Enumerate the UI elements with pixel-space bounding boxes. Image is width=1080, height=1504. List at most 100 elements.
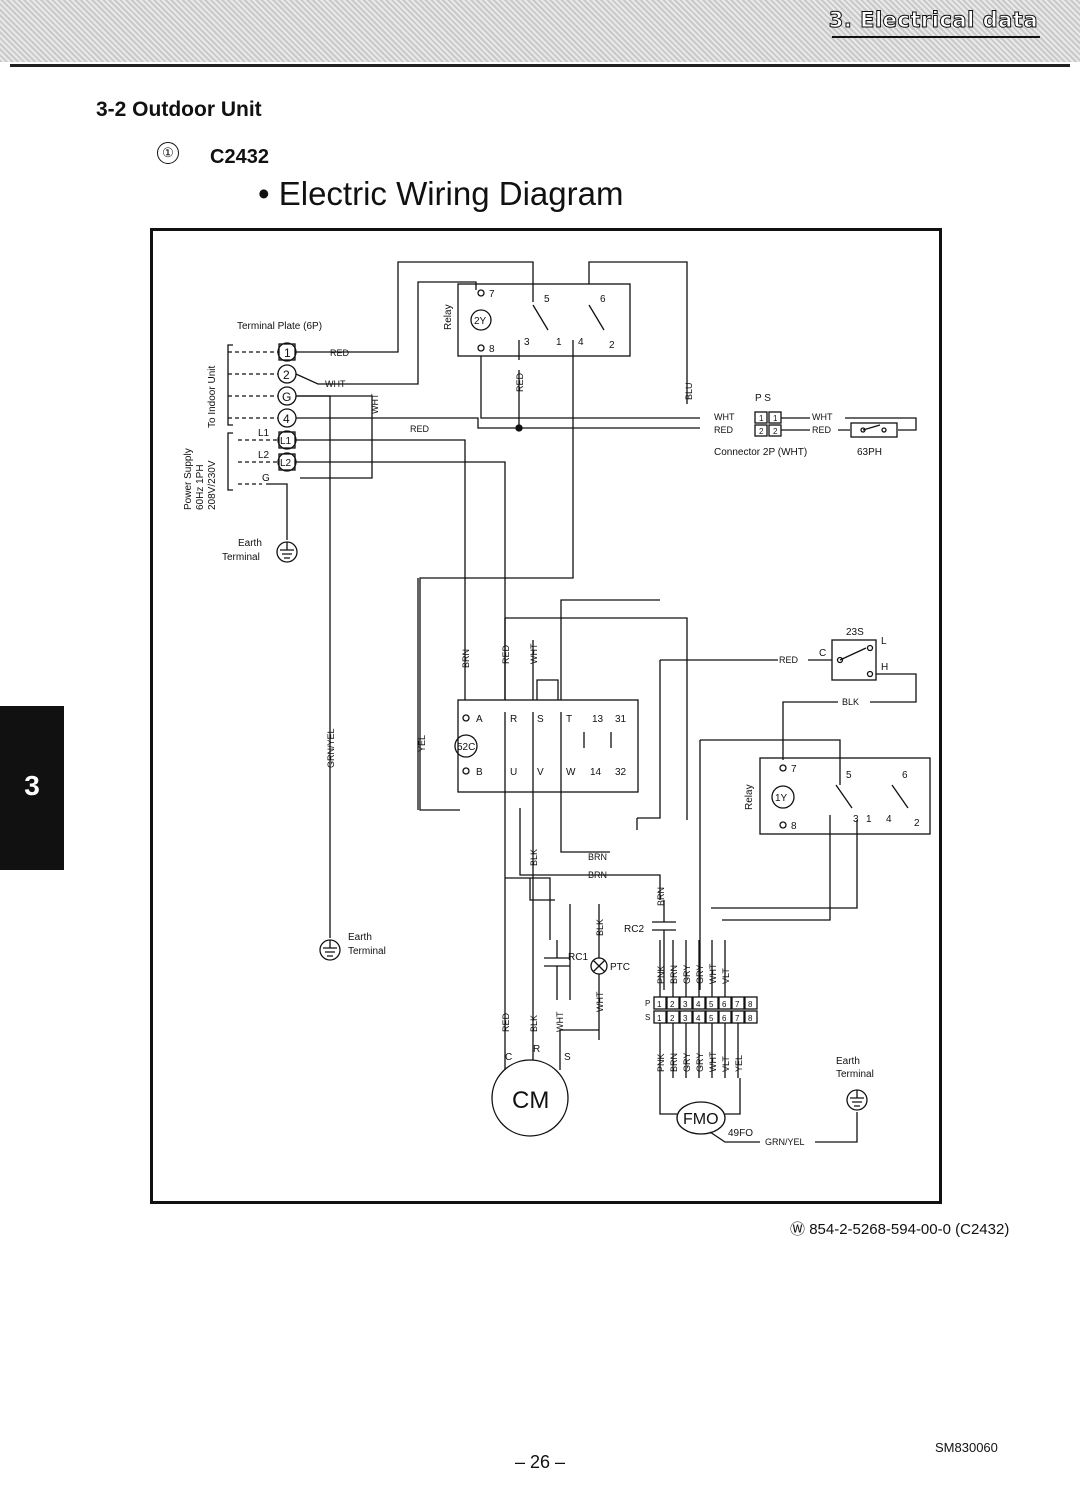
svg-text:2: 2: [759, 427, 764, 436]
terminal-block: Terminal Plate (6P) 1 2 G 4 L1 L2: [183, 321, 322, 563]
terminal-side-g: G: [262, 473, 270, 484]
fan-wire-bottom-label: WHT: [708, 1051, 718, 1072]
model-name: C2432: [210, 146, 269, 168]
fan-pin-s-label: 6: [722, 1014, 727, 1023]
power-supply-label-1: Power Supply: [183, 448, 194, 510]
page-number: – 26 –: [514, 1452, 566, 1472]
svg-text:G: G: [282, 390, 291, 404]
ps-connector-label: Connector 2P (WHT): [714, 447, 807, 458]
terminal-1: 1: [277, 342, 297, 362]
svg-text:R: R: [510, 714, 517, 725]
wire-label-blk-3: BLK: [595, 919, 605, 936]
svg-text:3: 3: [524, 337, 530, 348]
terminal-plate-title: Terminal Plate (6P): [237, 321, 322, 332]
svg-text:4: 4: [886, 814, 892, 825]
svg-text:4: 4: [578, 337, 584, 348]
fan-pin-p-label: 7: [735, 1000, 740, 1009]
wire-label-wht-4: WHT: [529, 643, 539, 664]
svg-text:23S: 23S: [846, 627, 864, 638]
svg-text:31: 31: [615, 714, 627, 725]
wire-label-red-1: RED: [330, 348, 350, 358]
earth-terminal-label-2: Terminal: [222, 552, 260, 563]
svg-text:63PH: 63PH: [857, 447, 882, 458]
fan-pin-p-label: 3: [683, 1000, 688, 1009]
svg-text:C: C: [505, 1052, 512, 1063]
svg-text:S: S: [564, 1052, 571, 1063]
svg-text:1: 1: [773, 414, 778, 423]
fan-wire-top-label: BRN: [669, 965, 679, 984]
svg-text:FMO: FMO: [683, 1111, 719, 1128]
svg-text:8: 8: [791, 821, 797, 832]
fan-pin-p-label: 1: [657, 1000, 662, 1009]
wire-label-red-2: RED: [410, 424, 430, 434]
ps-connector: P S 1 1 2 2 Connector 2P (WHT): [714, 393, 807, 458]
fan-wire-top-label: PNK: [656, 965, 666, 984]
svg-text:1: 1: [759, 414, 764, 423]
fan-motor-fmo: FMO 49FO: [659, 1078, 753, 1139]
fan-pin-p-label: 5: [709, 1000, 714, 1009]
section-title: 3-2 Outdoor Unit: [96, 98, 262, 121]
svg-text:RC1: RC1: [568, 952, 588, 963]
svg-text:S: S: [645, 1013, 650, 1022]
fan-pin-p-label: 2: [670, 1000, 675, 1009]
fan-pin-s-label: 8: [748, 1014, 753, 1023]
wire-label-grn-yel-2: GRN/YEL: [765, 1137, 805, 1147]
terminal-side-l2: L2: [258, 450, 270, 461]
svg-text:T: T: [566, 714, 572, 725]
wire-label-blk-2: BLK: [529, 849, 539, 866]
compressor-cm: CM C R S: [491, 1040, 571, 1137]
svg-text:7: 7: [791, 764, 797, 775]
document-code: SM830060: [935, 1440, 998, 1455]
terminal-side-l1: L1: [258, 428, 270, 439]
wire-label-blu: BLU: [684, 382, 694, 400]
svg-text:2: 2: [283, 368, 290, 382]
wire-label-yel: YEL: [417, 735, 427, 752]
svg-text:W: W: [566, 767, 576, 778]
svg-text:2: 2: [609, 340, 615, 351]
earth-icon-lower: [319, 939, 341, 961]
fan-pin-s-8: [744, 1010, 758, 1024]
svg-text:5: 5: [846, 770, 852, 781]
chapter-tab-number: 3: [24, 770, 40, 801]
wire-label-grn-yel-1: GRN/YEL: [326, 728, 336, 768]
fan-wire-top-label: GRY: [695, 965, 705, 984]
wire-label-blk-4: BLK: [529, 1015, 539, 1032]
fan-wire-top-label: VLT: [721, 968, 731, 984]
svg-text:A: A: [476, 714, 483, 725]
fan-pin-s-label: 2: [670, 1014, 675, 1023]
svg-text:L: L: [881, 636, 887, 647]
svg-text:RC2: RC2: [624, 924, 644, 935]
fan-wire-bottom-label: BRN: [669, 1053, 679, 1072]
earth-terminal-fan-1: Earth: [836, 1056, 860, 1067]
wire-label-blk-1: BLK: [842, 697, 859, 707]
svg-text:6: 6: [902, 770, 908, 781]
part-number: Ⓦ 854-2-5268-594-00-0 (C2432): [790, 1218, 1009, 1239]
wire-label-red-4: RED: [812, 425, 832, 435]
fan-pin-s-label: 7: [735, 1014, 740, 1023]
capacitors: RC1 PTC BLK WHT RC2 BRN: [505, 877, 676, 1040]
diagram-frame: [150, 228, 942, 1204]
relay-1y-relay-label: Relay: [744, 784, 755, 810]
wire-label-red-3: RED: [714, 425, 734, 435]
fan-pin-p-7: [731, 996, 745, 1010]
svg-text:4: 4: [283, 412, 290, 426]
fan-wire-bottom-label: GRY: [695, 1053, 705, 1072]
wire-label-brn-1: BRN: [461, 649, 471, 668]
earth-icon-fan: [846, 1089, 868, 1111]
earth-terminal-lower-1: Earth: [348, 932, 372, 943]
relay-2y: Relay 2Y 7 8 5 6 3 1 4 2: [443, 283, 631, 357]
to-indoor-label: To Indoor Unit: [207, 366, 218, 428]
fan-pin-p-label: 6: [722, 1000, 727, 1009]
wire-label-wht-5: WHT: [595, 991, 605, 1012]
earth-terminal-lower-2: Terminal: [348, 946, 386, 957]
wire-label-red-5: RED: [779, 655, 799, 665]
svg-text:32: 32: [615, 767, 627, 778]
svg-text:L1: L1: [280, 436, 292, 447]
fan-pin-s-label: 5: [709, 1014, 714, 1023]
fan-connector: P S: [645, 999, 650, 1022]
part-number-text: 854-2-5268-594-00-0 (C2432): [809, 1221, 1010, 1238]
